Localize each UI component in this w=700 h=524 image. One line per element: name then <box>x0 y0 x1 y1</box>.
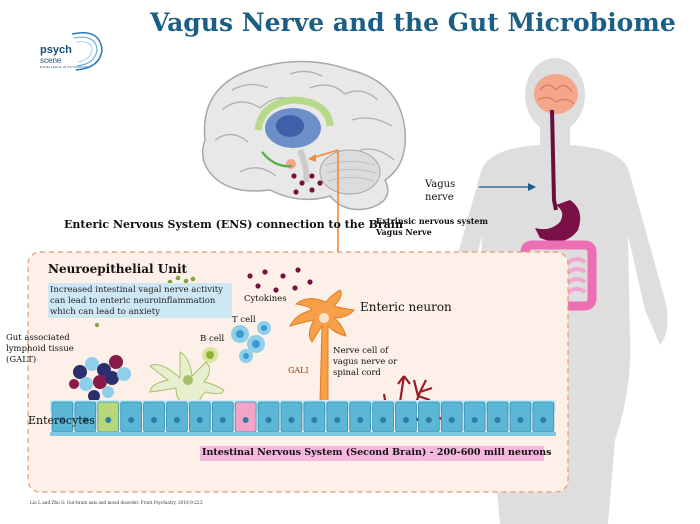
enteric-neuron-label: Enteric neuron <box>360 300 452 314</box>
b-cell-label: B cell <box>200 334 225 344</box>
citation: Liu L and Zhu G. Gut-brain axis and mood… <box>30 500 204 505</box>
enterocyte-nucleus <box>59 417 66 423</box>
nerve-cell-label: Nerve cell of vagus nerve or spinal cord <box>333 346 398 378</box>
vagal-activity-highlight <box>48 283 232 318</box>
logo-tagline: EXCELLENCE IN PSYCHIATRY <box>40 65 89 69</box>
extrinsic-nervous-system-label: Extrinsic nervous system Vagus Nerve <box>376 216 488 237</box>
logo-wordmark-scene: scene <box>40 56 62 65</box>
vagal-activity-note: Increased intestinal vagal nerve activit… <box>50 285 223 317</box>
enterocyte-nucleus <box>82 417 89 423</box>
t-cell-label: T cell <box>232 315 256 325</box>
enterocyte-nucleus <box>448 417 455 423</box>
cytokines-label: Cytokines <box>244 294 287 304</box>
enterocyte-nucleus <box>517 417 524 423</box>
psychscene-logo <box>71 32 103 71</box>
enterocyte-nucleus <box>128 417 135 423</box>
enterocyte-nucleus <box>151 417 158 423</box>
enterocyte-nucleus <box>425 417 432 423</box>
enterocyte-nucleus <box>105 417 112 423</box>
page-title: Vagus Nerve and the Gut Microbiome <box>150 8 676 37</box>
gali-label: GALI <box>288 366 309 375</box>
enterocyte-nucleus <box>380 417 387 423</box>
intestinal-nervous-system-highlight <box>200 446 544 461</box>
galt-label: Gut associated lymphoid tissue (GALT) <box>6 333 74 365</box>
enterocyte-layer <box>50 400 556 436</box>
enterocyte-nucleus <box>173 417 180 423</box>
enterocyte-nucleus <box>471 417 478 423</box>
enterocyte-nucleus <box>288 417 295 423</box>
enterocyte-nucleus <box>311 417 318 423</box>
neuroepithelial-unit-label: Neuroepithelial Unit <box>48 262 188 276</box>
enterocyte-nucleus <box>494 417 501 423</box>
vagus-nerve-label: Vagus nerve <box>425 179 456 203</box>
ens-connection-label: Enteric Nervous System (ENS) connection … <box>64 218 403 231</box>
enterocyte-nucleus <box>357 417 364 423</box>
enterocyte-nucleus <box>540 417 547 423</box>
logo-wordmark-psych: psych <box>40 44 72 56</box>
enterocyte-nucleus <box>265 417 272 423</box>
enterocyte-nucleus <box>334 417 341 423</box>
enterocytes-label: Enterocytes <box>28 414 95 427</box>
brain-illustration <box>201 60 407 211</box>
enterocyte-nucleus <box>219 417 226 423</box>
intestinal-nervous-system-label: Intestinal Nervous System (Second Brain)… <box>202 447 552 458</box>
enterocyte-nucleus <box>242 417 249 423</box>
enterocyte-nucleus <box>196 417 203 423</box>
enterocyte-nucleus <box>402 417 409 423</box>
